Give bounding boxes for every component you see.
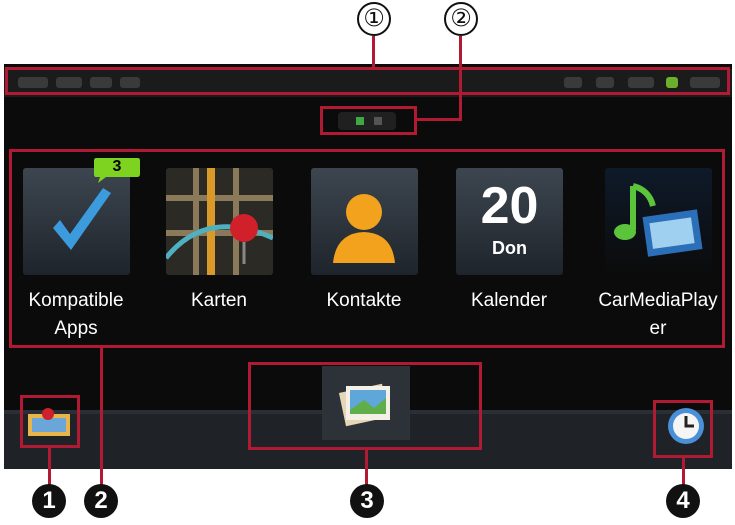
app-label: Karten (191, 290, 247, 311)
callout-1-top: ① (357, 2, 391, 36)
status-icon (18, 77, 48, 88)
page-dot (374, 117, 382, 125)
device-screen: Kompatible Apps Karten Kontakte 20 (4, 64, 732, 469)
callout-2-top: ② (444, 2, 478, 36)
status-icon (564, 77, 582, 88)
calendar-day: 20 (480, 177, 539, 235)
callout-line-b3 (365, 450, 368, 486)
gallery-photos-icon[interactable] (322, 366, 410, 440)
time-indicator (690, 77, 720, 88)
callout-line-b2 (100, 348, 103, 486)
music-video-icon (605, 168, 712, 275)
callout-line-2h (417, 118, 462, 121)
page-indicator[interactable] (338, 112, 396, 130)
status-icon (90, 77, 112, 88)
app-label: Kontakte (326, 290, 402, 311)
checkmark-icon (23, 168, 130, 275)
battery-icon (666, 77, 678, 88)
status-icon (120, 77, 140, 88)
update-badge: 3 (92, 156, 142, 184)
calendar-weekday: Don (492, 238, 527, 258)
callout-box-dock-4 (653, 400, 713, 458)
contact-person-icon (311, 168, 418, 275)
callout-4-bottom: 4 (666, 484, 700, 518)
badge-count: 3 (112, 158, 122, 175)
app-label: Kompatible Apps (28, 290, 124, 339)
wifi-icon (596, 77, 614, 88)
callout-box-apps (9, 149, 725, 348)
callout-box-dock-3 (248, 362, 482, 450)
callout-box-dock-1 (20, 395, 80, 448)
callout-line-1 (372, 36, 375, 67)
callout-line-b4 (682, 458, 685, 486)
map-icon (166, 168, 273, 275)
callout-1-bottom: 1 (32, 484, 66, 518)
callout-box-status-bar (5, 67, 730, 95)
callout-line-2 (459, 36, 462, 120)
callout-2-bottom: 2 (84, 484, 118, 518)
app-label: Kalender (470, 290, 548, 311)
callout-3-bottom: 3 (350, 484, 384, 518)
signal-icon (628, 77, 654, 88)
map-pin-icon[interactable] (26, 404, 72, 438)
callout-line-b1 (48, 448, 51, 486)
page-dot-active (356, 117, 364, 125)
calendar-icon: 20 Don (456, 168, 563, 275)
callout-box-page-indicator (320, 106, 417, 135)
clock-icon[interactable] (664, 404, 708, 448)
status-icon (56, 77, 82, 88)
app-label: CarMediaPlay er (598, 290, 718, 339)
